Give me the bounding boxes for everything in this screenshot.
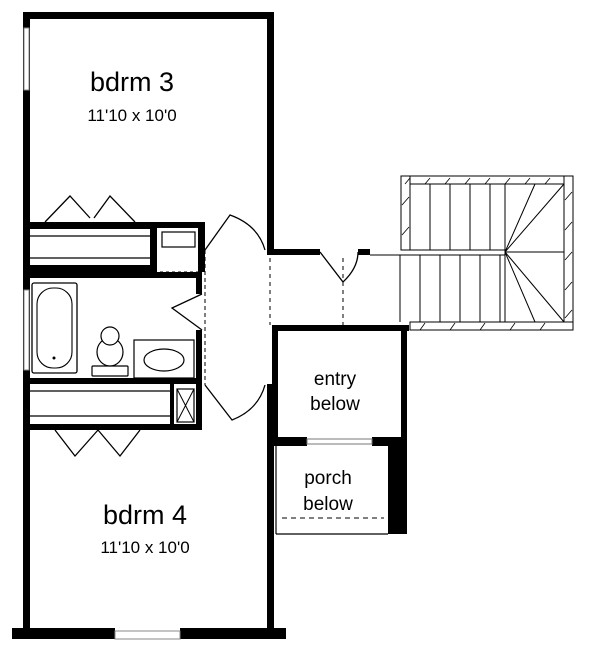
hall-doors [170, 214, 266, 421]
entry-porch [272, 325, 409, 535]
door-bath [170, 293, 203, 331]
wall-right-lower [267, 384, 274, 639]
bifold-door-lower-left [54, 429, 99, 458]
label-entry-line1: entry [314, 369, 357, 390]
label-bdrm3-name: bdrm 3 [90, 67, 174, 97]
label-porch-line2: below [303, 494, 353, 515]
bathroom [30, 272, 202, 384]
hall-dashed-lines [269, 258, 344, 325]
wall-bottom-right [180, 628, 286, 639]
linen-closet [157, 222, 205, 273]
wall-bottom-left [12, 628, 115, 639]
door-bdrm4 [204, 384, 266, 421]
hall-wall-top-2 [358, 249, 370, 255]
staircase [370, 175, 574, 331]
sink [143, 348, 185, 372]
label-bdrm4-name: bdrm 4 [103, 500, 187, 530]
hall-wall-top [267, 249, 320, 255]
bifold-door-upper-right [93, 194, 136, 223]
door-stair [319, 251, 359, 283]
stair-wall-hatch [401, 177, 573, 331]
windows [23, 27, 181, 640]
wall-top [23, 12, 274, 19]
bifold-door-lower-right [97, 429, 141, 458]
window-bdrm3 [23, 27, 30, 91]
label-bdrm4-size: 11'10 x 10'0 [100, 538, 189, 557]
label-entry-line2: below [310, 394, 360, 415]
wall-right-upper [267, 12, 274, 249]
label-bdrm3-size: 11'10 x 10'0 [87, 106, 176, 125]
closet-upper [30, 194, 157, 272]
door-bdrm3 [204, 214, 266, 251]
toilet [91, 326, 129, 377]
window-bath [23, 289, 30, 371]
label-porch-line1: porch [304, 468, 352, 489]
bifold-door-upper-left [44, 195, 91, 223]
closet-lower [30, 384, 202, 458]
window-bottom [114, 630, 181, 640]
